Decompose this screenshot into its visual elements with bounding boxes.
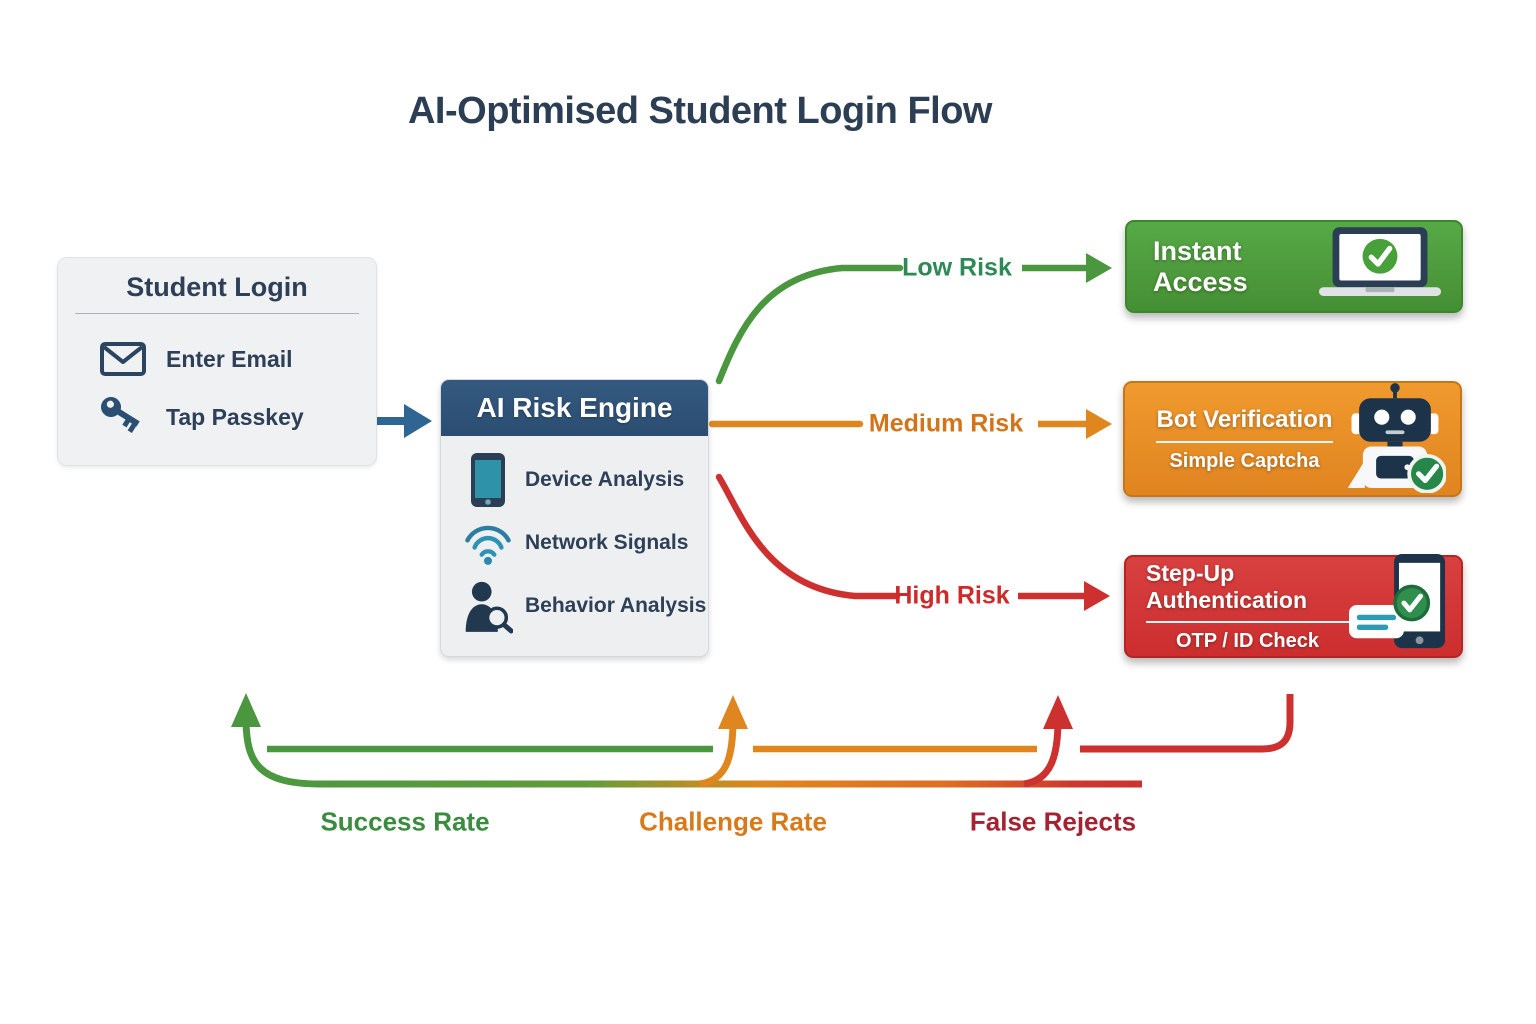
success-rate-label: Success Rate [320, 806, 490, 837]
key-icon [98, 395, 148, 439]
challenge-feedback-arrow [699, 695, 1037, 788]
tap-passkey-row: Tap Passkey [58, 388, 376, 446]
card-divider [75, 313, 359, 314]
network-signals-label: Network Signals [525, 530, 689, 554]
step-up-authentication-box: Step-Up Authentication OTP / ID Check [1124, 554, 1463, 659]
ai-risk-engine-card: AI Risk Engine Device Analysis [440, 379, 709, 657]
student-login-title: Student Login [126, 272, 308, 302]
ai-risk-engine-header: AI Risk Engine [441, 380, 708, 436]
bot-verification-titles: Bot Verification Simple Captcha [1145, 406, 1344, 473]
low-risk-label: Low Risk [902, 253, 1012, 282]
high-risk-label: High Risk [894, 581, 1010, 610]
robot-check-icon [1344, 381, 1447, 498]
page-title: AI-Optimised Student Login Flow [407, 90, 993, 132]
challenge-rate-label: Challenge Rate [639, 806, 827, 837]
bot-verification-title: Bot Verification [1156, 406, 1333, 443]
instant-access-title: Instant Access [1153, 235, 1248, 297]
feedback-gradient-line [242, 721, 1142, 788]
step-up-subtitle: OTP / ID Check [1175, 630, 1319, 652]
enter-email-row: Enter Email [58, 330, 376, 388]
behavior-analysis-label: Behavior Analysis [525, 593, 707, 617]
smartphone-icon [463, 452, 513, 508]
false-rejects-label: False Rejects [969, 806, 1137, 837]
laptop-check-icon [1319, 227, 1441, 306]
instant-access-box: Instant Access [1125, 220, 1463, 313]
device-analysis-label: Device Analysis [525, 467, 685, 491]
wifi-icon [463, 518, 513, 568]
device-analysis-row: Device Analysis [441, 448, 708, 511]
tap-passkey-label: Tap Passkey [166, 403, 304, 430]
behavior-analysis-row: Behavior Analysis [441, 574, 708, 637]
step-up-titles: Step-Up Authentication OTP / ID Check [1146, 560, 1349, 653]
bot-verification-box: Bot Verification Simple Captcha [1123, 381, 1462, 497]
step-up-title: Step-Up Authentication [1146, 560, 1349, 623]
envelope-icon [98, 342, 148, 376]
ai-risk-engine-body: Device Analysis Network Signals [441, 436, 708, 637]
network-signals-row: Network Signals [441, 511, 708, 574]
false-rejects-feedback-arrow [1023, 694, 1294, 788]
enter-email-label: Enter Email [166, 345, 293, 372]
success-feedback-arrow [231, 693, 713, 753]
student-login-card: Student Login Enter Email [57, 257, 377, 466]
person-search-icon [463, 577, 513, 635]
medium-risk-label: Medium Risk [868, 409, 1024, 438]
phone-check-icon [1349, 554, 1447, 659]
bot-verification-subtitle: Simple Captcha [1169, 449, 1320, 472]
